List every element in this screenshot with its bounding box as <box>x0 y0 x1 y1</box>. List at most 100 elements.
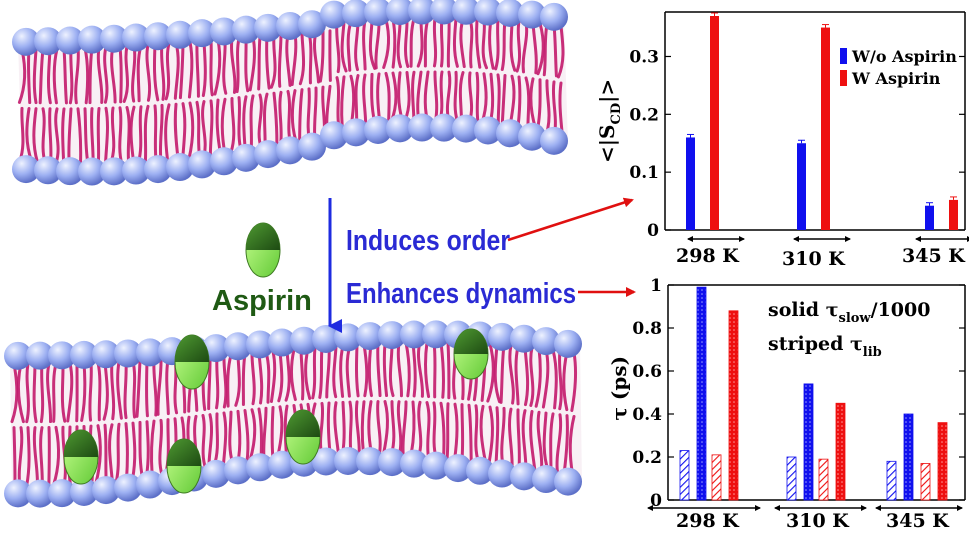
lipid-head <box>70 340 98 369</box>
lipid-head <box>12 155 40 184</box>
lipid-head <box>166 20 194 49</box>
lipid-tail <box>48 107 53 164</box>
lipid-tail <box>362 19 367 71</box>
lipid-tail <box>500 74 507 127</box>
lipid-tail <box>326 401 332 455</box>
lipid-tail <box>248 408 257 462</box>
lipid-tail <box>39 362 45 424</box>
lipid-tail <box>83 46 90 105</box>
lipid-tail <box>61 107 66 165</box>
lipid-tail <box>229 96 236 154</box>
lipid-tail <box>272 91 279 147</box>
aspirin-top-half <box>454 329 488 354</box>
lipid-tail <box>409 17 416 68</box>
lipid-head <box>554 467 582 496</box>
lipid-head <box>400 320 428 349</box>
bar <box>696 286 707 501</box>
lipid-head <box>422 451 450 480</box>
lipid-tail <box>144 359 149 418</box>
lipid-tail <box>475 17 482 69</box>
lipid-tail <box>570 351 578 412</box>
lipid-head <box>518 0 546 29</box>
lipid-tail <box>432 401 438 459</box>
legend-swatch <box>840 48 847 64</box>
lipid-tail <box>475 71 480 123</box>
category-label: 298 K <box>676 245 740 267</box>
lipid-head <box>356 322 384 351</box>
lipid-head <box>92 340 120 369</box>
relaxation-time-chart: 00.20.40.60.81τ (ps)solid τslow/1000stri… <box>607 276 966 532</box>
lipid-head <box>224 332 252 361</box>
lipid-tail <box>340 75 346 128</box>
lipid-tail <box>76 107 83 165</box>
lipid-tail <box>298 88 304 142</box>
lipid-tail <box>460 403 465 463</box>
lipid-tail <box>135 359 142 418</box>
lipid-tail <box>221 411 228 467</box>
lipid-tail <box>32 107 39 164</box>
lipid-tail <box>124 422 129 482</box>
lipid-tail <box>468 17 474 69</box>
lipid-tail <box>153 104 158 163</box>
lipid-head <box>320 0 348 29</box>
lipid-tail <box>213 38 222 96</box>
lipid-head <box>290 326 318 355</box>
lipid-head <box>496 119 524 148</box>
lipid-head <box>276 136 304 165</box>
y-tick-label: 0.3 <box>629 47 659 67</box>
lipid-tail <box>25 426 31 488</box>
bar <box>821 27 830 231</box>
lipid-tail <box>195 100 202 159</box>
lipid-tail <box>215 354 220 410</box>
lipid-tail <box>195 40 200 98</box>
y-tick-label: 0.1 <box>629 163 659 183</box>
lipid-tail <box>39 426 44 488</box>
lipid-tail <box>452 17 459 68</box>
lipid-tail <box>222 37 228 95</box>
lipid-tail <box>313 86 318 140</box>
lipid-tail <box>494 18 500 71</box>
lipid-head <box>400 449 428 478</box>
lipid-tail <box>26 48 32 105</box>
aspirin-molecule <box>166 438 202 494</box>
lipid-head <box>386 114 414 143</box>
lipid-head <box>510 324 538 353</box>
lipid-head <box>342 0 370 28</box>
lipid-tail <box>52 361 58 423</box>
lipid-tail <box>453 70 459 122</box>
lipid-tail <box>143 104 150 164</box>
lipid-tail <box>123 360 128 420</box>
lipid-head <box>452 0 480 25</box>
lipid-tail <box>158 103 164 163</box>
lipid-tail <box>41 107 47 164</box>
lipid-tail <box>318 29 325 83</box>
lipid-head <box>474 0 502 26</box>
lipid-tail <box>382 400 389 456</box>
lipid-head <box>78 25 106 54</box>
lipid-head <box>232 15 260 44</box>
lipid-head <box>56 26 84 55</box>
y-tick-label: 0.2 <box>632 448 662 468</box>
category-label: 310 K <box>782 248 846 270</box>
lipid-tail <box>145 43 152 102</box>
bar <box>835 402 846 501</box>
head-groups <box>12 0 568 186</box>
lipid-head <box>26 479 54 508</box>
lipid-tail <box>396 400 403 457</box>
lipid-tail <box>556 24 565 79</box>
lipid-head <box>114 473 142 502</box>
legend-label: W Aspirin <box>851 69 941 88</box>
lipid-head <box>408 113 436 142</box>
aspirin-molecule <box>63 429 99 485</box>
lipid-tail <box>222 353 228 409</box>
lipid-tail <box>248 35 256 92</box>
lipid-head <box>166 153 194 182</box>
lipid-tail <box>243 409 250 463</box>
lipid-tail <box>487 405 494 466</box>
lipid-head <box>312 447 340 476</box>
lipid-head <box>532 327 560 356</box>
lipid-tail <box>496 73 501 126</box>
lipid-head <box>364 0 392 26</box>
lipid-head <box>532 465 560 494</box>
